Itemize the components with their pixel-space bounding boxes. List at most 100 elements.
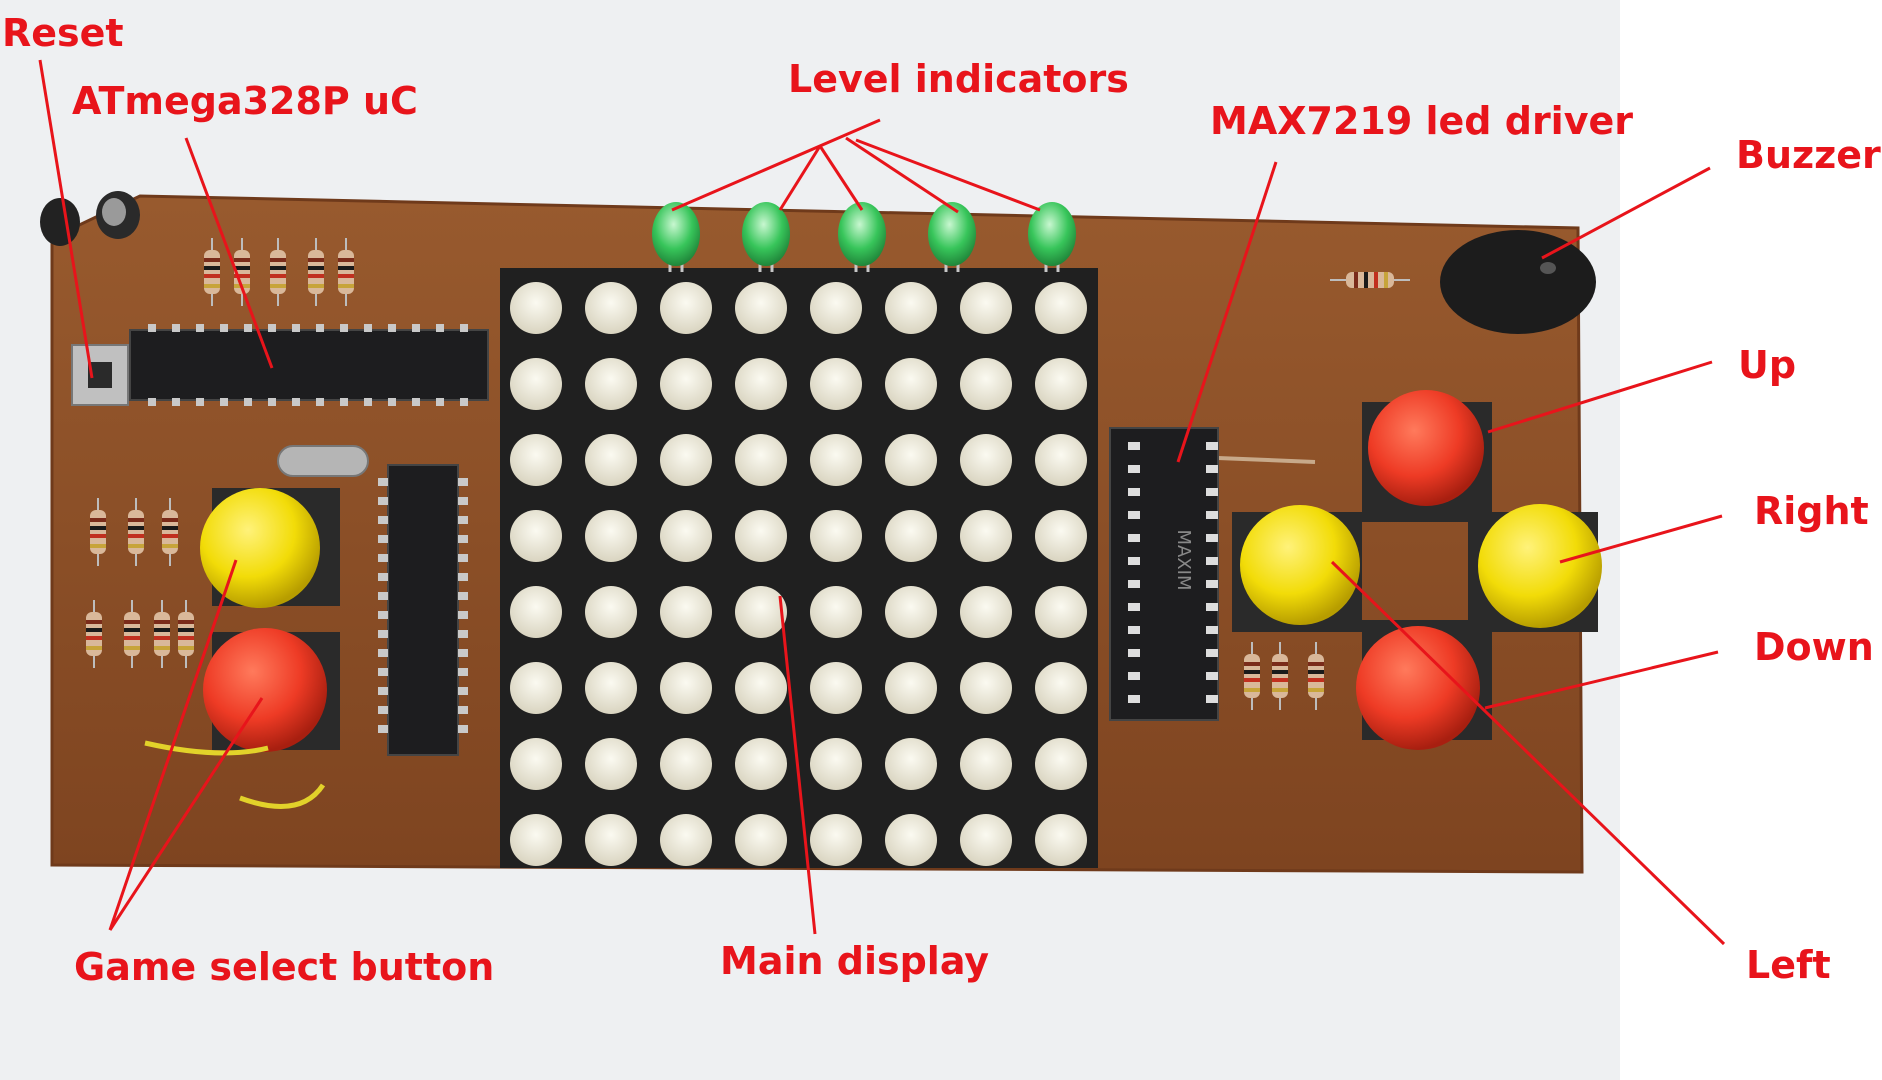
matrix-led <box>510 738 562 790</box>
leader-buzzer <box>1541 166 1711 260</box>
leader-level-1 <box>671 118 881 212</box>
right-button <box>1468 504 1602 632</box>
level-led <box>838 202 886 266</box>
matrix-led-grid <box>510 282 1087 866</box>
matrix-led <box>810 814 862 866</box>
resistor <box>204 238 220 306</box>
matrix-led <box>960 358 1012 410</box>
matrix-led <box>885 282 937 334</box>
matrix-led <box>810 358 862 410</box>
leader-main-display <box>778 595 817 935</box>
label-microcontroller: ATmega328P uC <box>72 79 418 123</box>
label-level-indicators: Level indicators <box>788 57 1129 101</box>
label-right: Right <box>1754 489 1869 533</box>
matrix-led <box>735 586 787 638</box>
matrix-led <box>810 738 862 790</box>
leader-reset <box>38 59 94 379</box>
label-led-driver: MAX7219 led driver <box>1210 99 1633 143</box>
label-up: Up <box>1738 343 1796 387</box>
matrix-led <box>735 282 787 334</box>
label-main-display: Main display <box>720 939 989 983</box>
crystal-oscillator <box>277 445 369 477</box>
leader-left <box>1330 560 1726 946</box>
matrix-led <box>660 434 712 486</box>
matrix-led <box>735 814 787 866</box>
matrix-led <box>885 510 937 562</box>
label-down: Down <box>1754 625 1874 669</box>
buzzer <box>1440 230 1596 334</box>
level-led <box>742 202 790 266</box>
matrix-led <box>960 662 1012 714</box>
jumper-wire <box>1217 456 1316 464</box>
matrix-led <box>510 282 562 334</box>
jumper-wire <box>144 740 269 756</box>
game-select-red-button <box>203 628 340 752</box>
matrix-led <box>960 814 1012 866</box>
matrix-led <box>960 510 1012 562</box>
matrix-led <box>660 510 712 562</box>
label-buzzer: Buzzer <box>1736 133 1881 177</box>
matrix-led <box>660 814 712 866</box>
leader-lines <box>38 59 1726 946</box>
matrix-led <box>585 282 637 334</box>
matrix-led <box>585 814 637 866</box>
matrix-led <box>810 586 862 638</box>
resistor-array <box>86 498 194 668</box>
matrix-led <box>585 662 637 714</box>
leader-game-select-2 <box>108 697 264 931</box>
matrix-led <box>810 510 862 562</box>
matrix-led <box>510 814 562 866</box>
resistor <box>1272 642 1288 710</box>
matrix-led <box>885 662 937 714</box>
resistor <box>178 600 194 668</box>
label-reset: Reset <box>2 11 124 55</box>
matrix-led <box>735 738 787 790</box>
matrix-led <box>1035 358 1087 410</box>
electrolytic-capacitor <box>40 191 140 246</box>
matrix-led <box>660 358 712 410</box>
matrix-led <box>660 738 712 790</box>
resistor <box>162 498 178 566</box>
leader-led-driver <box>1176 161 1278 463</box>
matrix-led <box>960 434 1012 486</box>
leader-microcontroller <box>184 137 274 369</box>
matrix-led <box>585 510 637 562</box>
reset-switch <box>71 344 129 406</box>
matrix-led <box>960 586 1012 638</box>
matrix-led <box>735 662 787 714</box>
matrix-led <box>1035 586 1087 638</box>
matrix-led <box>810 282 862 334</box>
matrix-led <box>885 586 937 638</box>
matrix-led <box>810 434 862 486</box>
down-button <box>1356 620 1492 750</box>
max7219-chip: MAXIM <box>1109 427 1219 721</box>
leader-level-5 <box>855 138 1041 212</box>
matrix-led <box>735 434 787 486</box>
matrix-led <box>1035 510 1087 562</box>
chip-marking: MAXIM <box>1173 529 1194 590</box>
atmega328p-chip <box>129 329 489 401</box>
resistor <box>154 600 170 668</box>
chip-pins <box>148 324 1218 733</box>
labels: Reset ATmega328P uC Level indicators MAX… <box>2 11 1881 989</box>
matrix-led <box>1035 738 1087 790</box>
label-left: Left <box>1746 943 1831 987</box>
matrix-led <box>810 662 862 714</box>
matrix-led <box>1035 662 1087 714</box>
matrix-led <box>585 586 637 638</box>
matrix-led <box>585 434 637 486</box>
game-select-yellow-button <box>200 488 340 608</box>
matrix-led <box>660 282 712 334</box>
matrix-led <box>885 814 937 866</box>
resistor <box>124 600 140 668</box>
matrix-led <box>585 358 637 410</box>
leader-down <box>1484 650 1719 710</box>
dip-chip-left <box>387 464 459 756</box>
matrix-led <box>510 434 562 486</box>
matrix-led <box>735 358 787 410</box>
resistor <box>1308 642 1324 710</box>
matrix-led <box>960 282 1012 334</box>
resistor <box>86 600 102 668</box>
